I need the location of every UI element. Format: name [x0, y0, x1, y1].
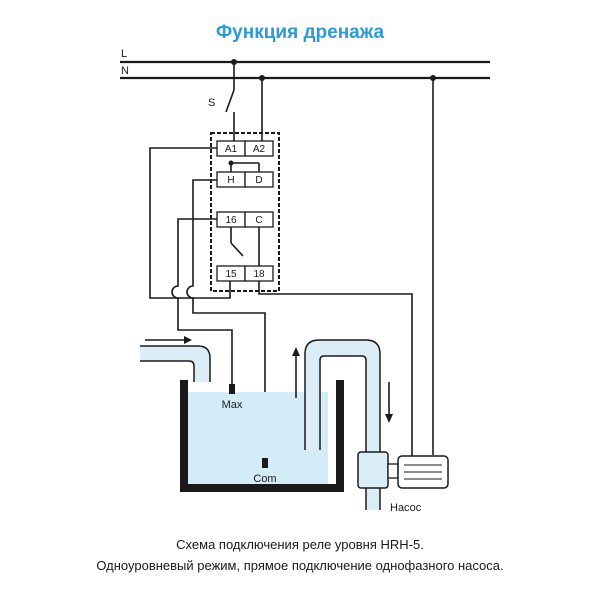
caption-line-1: Схема подключения реле уровня HRH-5.	[176, 537, 424, 552]
terminal-a2	[244, 140, 274, 157]
tank	[180, 380, 344, 492]
terminal-label: D	[255, 175, 262, 186]
power-bus-n: N	[120, 65, 490, 80]
switch-s: S	[208, 62, 235, 141]
probe-max	[229, 384, 235, 394]
terminal-label: 18	[253, 269, 265, 280]
power-bus-l: L	[120, 48, 490, 64]
caption-line-2: Одноуровневый режим, прямое подключение …	[96, 558, 503, 573]
probe-com	[262, 458, 268, 468]
terminal-label: 15	[225, 269, 237, 280]
pump-label: Насос	[390, 502, 422, 514]
bus-label-l: L	[121, 48, 127, 60]
switch-label: S	[208, 97, 215, 109]
relay-contact	[230, 227, 260, 266]
terminal-label: H	[227, 175, 234, 186]
wire-a1-to-15	[149, 147, 231, 299]
terminal-label: 16	[225, 215, 237, 226]
terminal-label: A1	[225, 144, 238, 155]
pump	[357, 451, 449, 489]
outlet-pipe	[292, 339, 393, 510]
terminal-label: C	[255, 215, 262, 226]
terminal-label: A2	[253, 144, 266, 155]
wire-h-to-com	[186, 179, 266, 460]
inlet-pipe	[140, 336, 211, 382]
probe-com-label: Com	[253, 473, 276, 485]
caption-detail: прямое подключение однофазного насоса.	[240, 558, 504, 573]
diagram-title: Функция дренажа	[216, 22, 384, 43]
relay-housing	[210, 132, 280, 292]
bus-label-n: N	[121, 65, 129, 77]
wire-18-to-pump	[258, 281, 413, 465]
probe-max-label: Max	[222, 399, 243, 411]
junction-dot	[228, 160, 234, 166]
caption-mode: Одноуровневый режим,	[96, 558, 240, 573]
wire-16-to-max	[171, 218, 233, 386]
